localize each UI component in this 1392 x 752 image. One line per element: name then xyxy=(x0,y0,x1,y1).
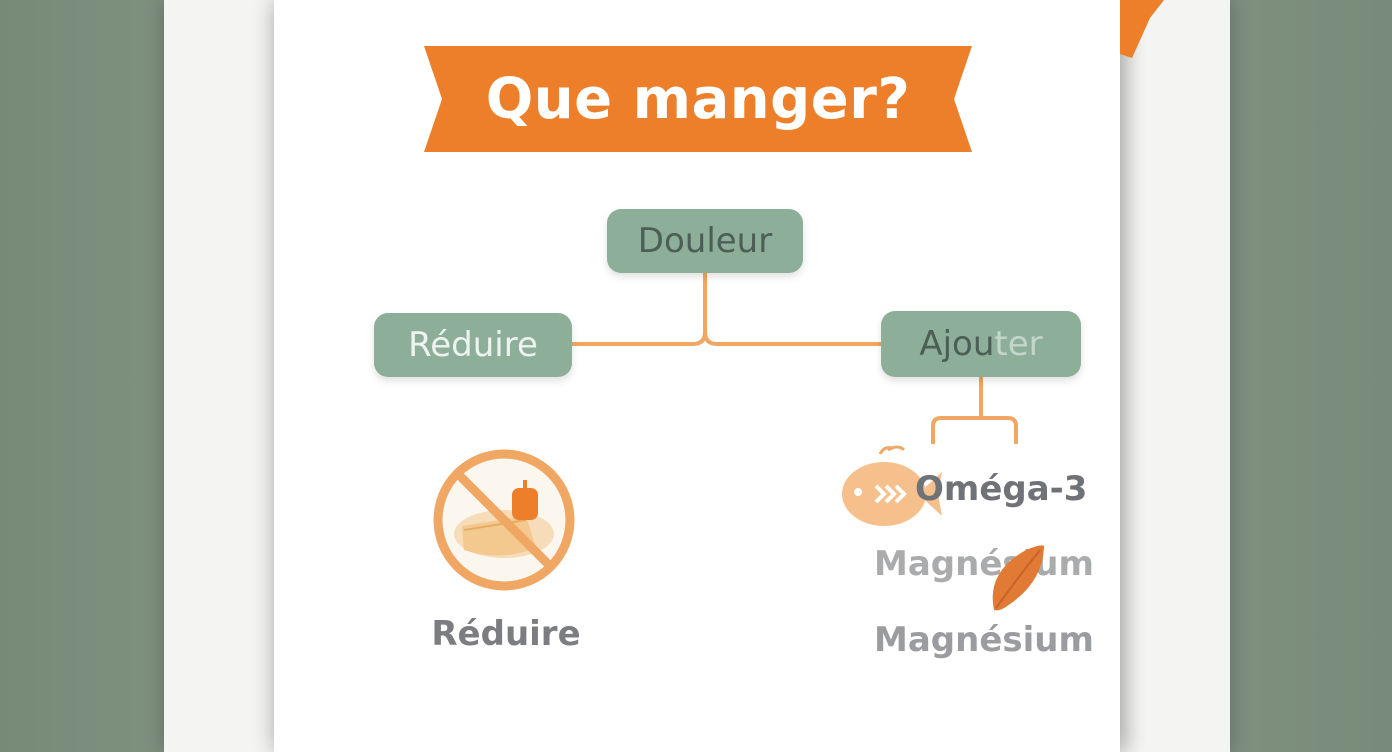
background-left xyxy=(0,0,170,752)
title-banner: Que manger? xyxy=(424,46,972,152)
item-magnesium-1: Magnésium xyxy=(874,544,1094,584)
page-title: Que manger? xyxy=(485,66,911,132)
item-omega-3: Oméga-3 xyxy=(915,469,1088,509)
node-reduire-label: Réduire xyxy=(408,325,538,365)
node-ajouter: Ajouter xyxy=(881,311,1081,377)
reduire-caption: Réduire xyxy=(431,614,581,654)
node-ajouter-label: Ajouter xyxy=(919,324,1043,364)
node-reduire: Réduire xyxy=(374,313,572,377)
leaf-icon xyxy=(992,545,1045,611)
no-food-icon xyxy=(433,449,575,591)
item-magnesium-2: Magnésium xyxy=(874,620,1094,660)
fish-icon xyxy=(842,445,942,526)
node-douleur-label: Douleur xyxy=(637,221,773,261)
node-douleur: Douleur xyxy=(607,209,803,273)
background-right xyxy=(1222,0,1392,752)
corner-flag-icon xyxy=(1120,0,1164,58)
